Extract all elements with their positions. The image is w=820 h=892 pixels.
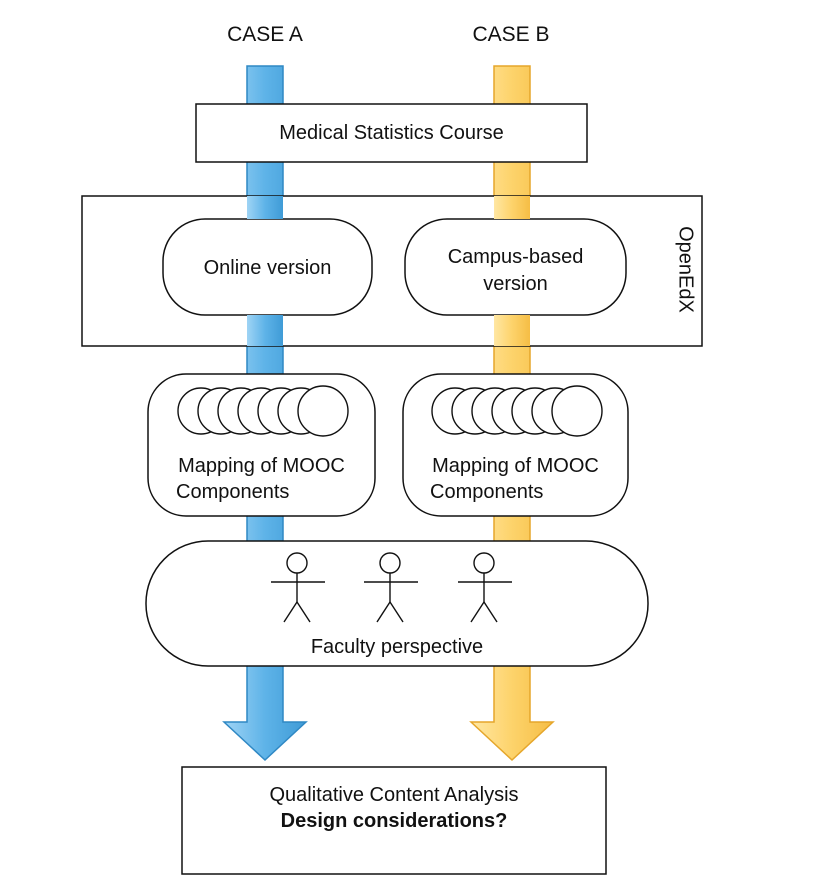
mapping-right-label-line1: Mapping of MOOC [432, 455, 599, 477]
analysis-label-line2: Design considerations? [280, 810, 508, 832]
analysis-box [181, 766, 607, 875]
openedx-label: OpenEdX [674, 226, 697, 313]
component-circles-left [177, 385, 349, 437]
campus-version-label-line2: version [483, 273, 548, 295]
online-version-label: Online version [203, 257, 332, 279]
campus-version-label-line1: Campus-based [447, 246, 584, 268]
course-box [195, 103, 588, 163]
analysis-label-line1: Qualitative Content Analysis [269, 784, 519, 806]
mapping-left-label-line2: Components [176, 481, 290, 503]
case-b-flow-segment-top [494, 196, 530, 219]
component-circles-right [431, 385, 603, 437]
case-a-flow-segment [247, 315, 283, 346]
mapping-left-label-line1: Mapping of MOOC [178, 455, 345, 477]
case-b-flow-segment [494, 315, 530, 346]
case-b-label: CASE B [472, 23, 550, 46]
faculty-member-figure-1 [271, 552, 325, 623]
faculty-member-figure-3 [458, 552, 512, 623]
faculty-box [145, 540, 649, 667]
mapping-right-label-line2: Components [430, 481, 544, 503]
case-a-flow-segment-top [247, 196, 283, 219]
case-a-label: CASE A [227, 23, 303, 46]
course-box-label: Medical Statistics Course [279, 122, 504, 144]
faculty-member-figure-2 [364, 552, 418, 623]
faculty-perspective-label: Faculty perspective [310, 636, 484, 658]
